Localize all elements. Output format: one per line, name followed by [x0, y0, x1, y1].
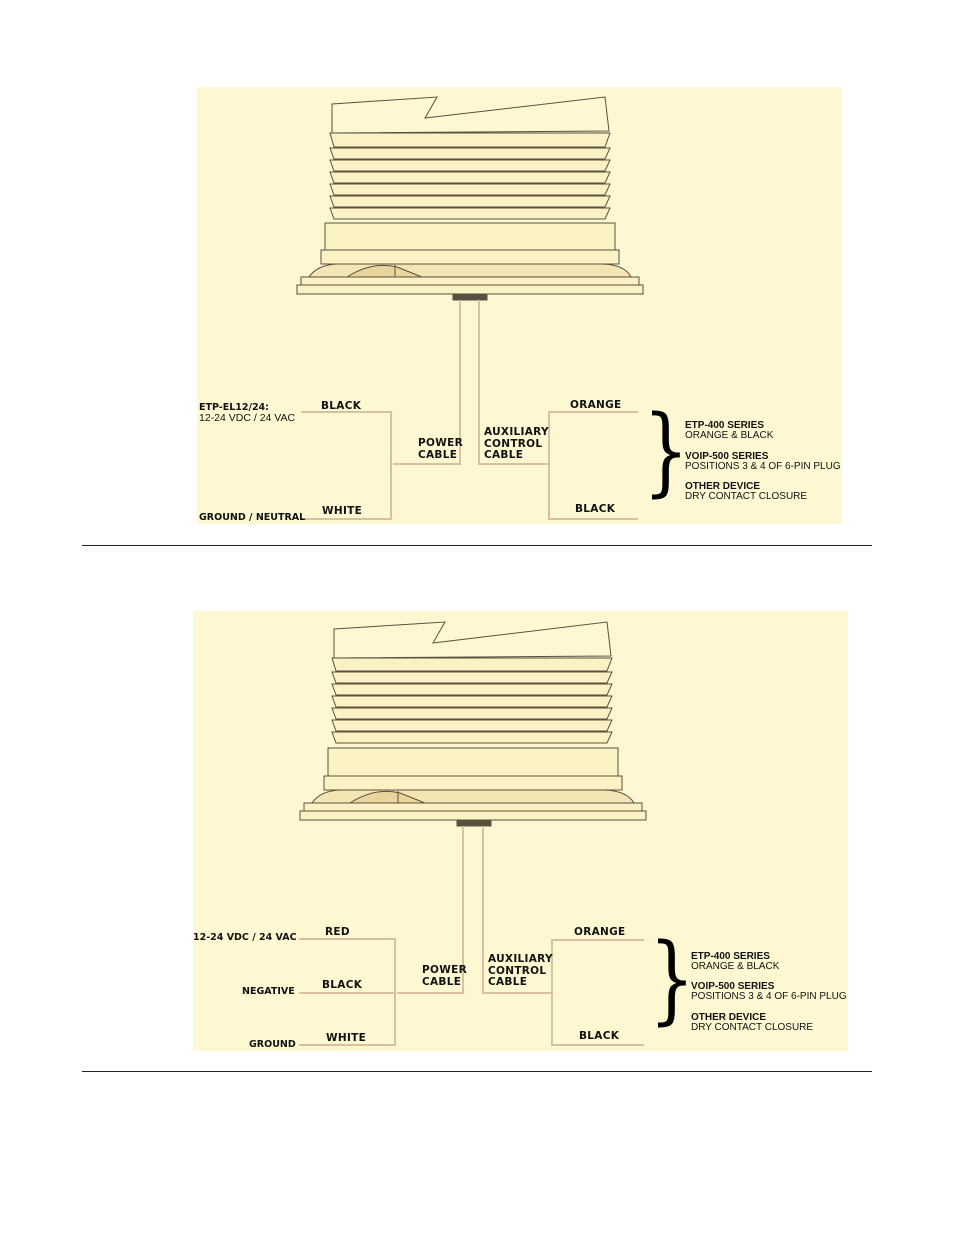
- source-model-label: ETP-EL12/24:: [199, 402, 269, 413]
- device-etp400-title: ETP-400 SERIES: [691, 951, 770, 962]
- device-voip500-detail: POSITIONS 3 & 4 OF 6-PIN PLUG: [685, 461, 841, 472]
- source-voltage-label: 12-24 VDC / 24 VAC: [193, 932, 297, 943]
- device-voip500-title: VOIP-500 SERIES: [685, 451, 769, 462]
- beacon-illustration-2: [299, 621, 647, 1046]
- power-cable-line-1: POWER: [418, 437, 463, 449]
- output-black-label: BLACK: [579, 1030, 620, 1042]
- curly-brace-icon: }: [643, 395, 689, 507]
- device-voip500-title: VOIP-500 SERIES: [691, 981, 775, 992]
- wire-white-label: WHITE: [326, 1032, 367, 1044]
- wire-red-label: RED: [325, 926, 350, 938]
- power-cable-line-2: CABLE: [418, 448, 458, 461]
- power-cable-line-2: CABLE: [422, 975, 462, 988]
- device-etp400-detail: ORANGE & BLACK: [685, 430, 774, 441]
- device-other-title: OTHER DEVICE: [691, 1012, 767, 1023]
- power-cable-line-1: POWER: [422, 964, 467, 976]
- aux-cable-line-2: CONTROL: [484, 437, 543, 450]
- aux-control-cable-label: AUXILIARY CONTROL CABLE: [484, 426, 549, 462]
- wire-white-label: WHITE: [322, 505, 363, 517]
- beacon-illustration-1: [296, 96, 644, 520]
- negative-label: NEGATIVE: [242, 986, 295, 997]
- section-divider-2: [82, 1071, 872, 1072]
- output-black-label: BLACK: [575, 503, 616, 515]
- ground-neutral-label: GROUND / NEUTRAL: [199, 512, 306, 523]
- device-etp400-detail: ORANGE & BLACK: [691, 961, 780, 972]
- device-voip500-detail: POSITIONS 3 & 4 OF 6-PIN PLUG: [691, 991, 847, 1002]
- wire-black-label: BLACK: [322, 979, 363, 991]
- power-cable-label: POWER CABLE: [418, 437, 463, 461]
- aux-cable-line-3: CABLE: [488, 976, 528, 988]
- wiring-diagram-1: ETP-EL12/24: 12-24 VDC / 24 VAC GROUND /…: [197, 87, 842, 524]
- device-other-title: OTHER DEVICE: [685, 481, 761, 492]
- device-other-detail: DRY CONTACT CLOSURE: [691, 1022, 814, 1033]
- aux-cable-line-2: CONTROL: [488, 964, 547, 977]
- device-etp400-title: ETP-400 SERIES: [685, 420, 764, 431]
- curly-brace-icon: }: [649, 923, 695, 1035]
- output-orange-label: ORANGE: [570, 399, 622, 411]
- wiring-diagram-2: 12-24 VDC / 24 VAC NEGATIVE GROUND RED B…: [193, 611, 848, 1051]
- output-orange-label: ORANGE: [574, 926, 626, 938]
- ground-label: GROUND: [249, 1039, 296, 1050]
- section-divider-1: [82, 545, 872, 546]
- aux-cable-line-3: CABLE: [484, 449, 524, 461]
- aux-cable-line-1: AUXILIARY: [484, 426, 549, 438]
- aux-control-cable-label: AUXILIARY CONTROL CABLE: [488, 953, 553, 989]
- source-voltage-label: 12-24 VDC / 24 VAC: [199, 412, 296, 424]
- device-other-detail: DRY CONTACT CLOSURE: [685, 491, 808, 502]
- wire-black-label: BLACK: [321, 400, 362, 412]
- aux-cable-line-1: AUXILIARY: [488, 953, 553, 965]
- power-cable-label: POWER CABLE: [422, 964, 467, 988]
